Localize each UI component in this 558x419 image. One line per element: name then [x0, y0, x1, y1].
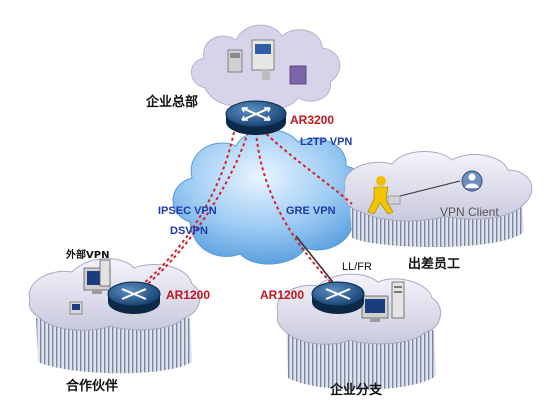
gre-link: [255, 131, 335, 287]
hq-router-label: AR3200: [290, 113, 335, 127]
l2tp-link-label: L2TP VPN: [300, 136, 353, 148]
vpn-client-label: VPN Client: [440, 205, 499, 219]
router-icon: [225, 100, 287, 135]
branch-site-label: 企业分支: [330, 383, 383, 398]
partner-site-label: 合作伙伴: [66, 379, 119, 394]
llfr-link-label: LL/FR: [342, 261, 372, 273]
router-icon: [311, 281, 365, 314]
gre-link-label: GRE VPN: [286, 205, 336, 217]
hq-servers-icon: [227, 39, 307, 85]
traveling-person-icon: [367, 176, 401, 215]
traveler-site: [343, 150, 533, 248]
router-icon: [107, 281, 161, 314]
traveler-site-label: 出差员工: [408, 257, 461, 272]
server-icon: [99, 259, 111, 287]
partner-site: [28, 258, 201, 374]
ipsec-link: [139, 131, 249, 291]
vpn-links: [137, 129, 353, 291]
dsvpn-link: [137, 131, 235, 289]
partner-router-label: AR1200: [166, 288, 211, 302]
partner-extra-label: 外部VPN: [66, 250, 110, 261]
client-link: [399, 180, 461, 197]
llfr-link: [295, 235, 337, 287]
server-icon: [391, 281, 405, 319]
l2tp-link: [261, 129, 353, 205]
dsvpn-link-label: DSVPN: [170, 225, 208, 237]
desktop-computer-icon: [361, 295, 389, 322]
vpn-client-icon: [461, 170, 483, 192]
hq-site-label: 企业总部: [146, 95, 199, 110]
internet-cloud-icon: [172, 129, 368, 265]
branch-router-label: AR1200: [260, 288, 305, 302]
ipsec-link-label: IPSEC VPN: [158, 205, 217, 217]
